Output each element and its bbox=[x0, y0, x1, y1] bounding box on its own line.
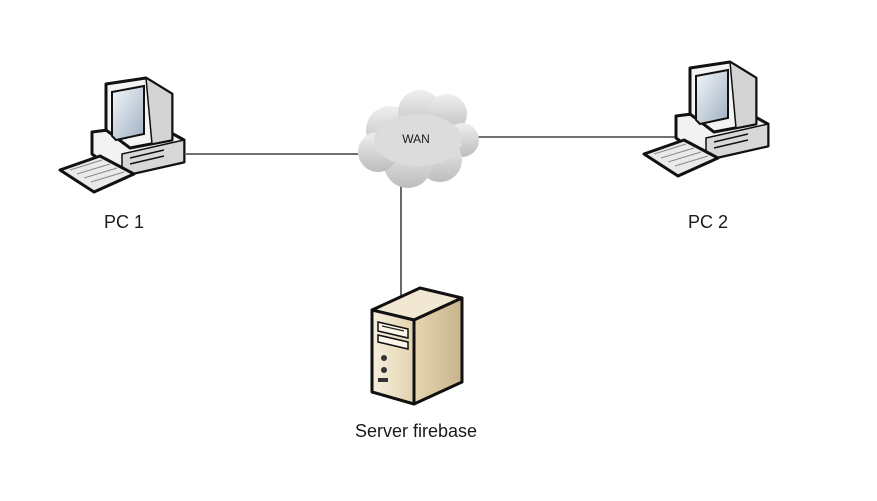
server-label: Server firebase bbox=[354, 421, 478, 441]
desktop-computer-icon bbox=[58, 76, 186, 194]
cloud-icon bbox=[358, 90, 479, 188]
desktop-computer-icon bbox=[642, 60, 770, 178]
pc1-label: PC 1 bbox=[103, 212, 145, 232]
pc2-label: PC 2 bbox=[687, 212, 729, 232]
tower-server-icon bbox=[370, 286, 464, 406]
wan-label: WAN bbox=[402, 132, 430, 146]
